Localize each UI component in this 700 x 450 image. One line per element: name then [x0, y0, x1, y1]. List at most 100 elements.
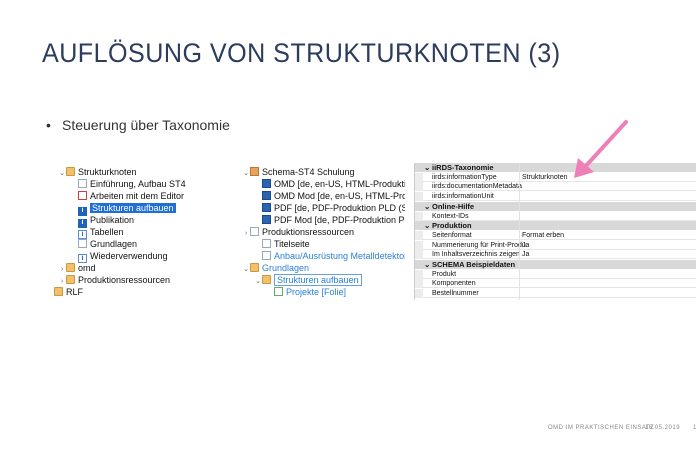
tree-item[interactable]: ⌄ Schema-ST4 Schulung: [242, 166, 355, 178]
tree-item-label: PDF [de, PDF-Produktion PLD (ST4: [274, 203, 405, 213]
tree-item-label: Grundlagen: [262, 263, 310, 273]
tree-item[interactable]: › omd: [58, 262, 96, 274]
property-key: Nummerierung für Print-Produ: [432, 241, 526, 249]
property-row[interactable]: iirds:documentationMetadata: [415, 182, 696, 192]
tree-item[interactable]: Projekte [Folie]: [266, 286, 346, 298]
tree-item-label: Publikation: [90, 215, 135, 225]
section-chevron-icon[interactable]: ⌄: [424, 201, 431, 211]
tree-item-label: RLF: [66, 287, 84, 297]
property-section[interactable]: ⌄SCHEMA Beispieldaten: [415, 260, 696, 269]
tree-item[interactable]: RLF: [46, 286, 83, 298]
property-value[interactable]: Ja: [522, 241, 530, 249]
tree-item-label: PDF Mod [de, PDF-Produktion PLD: [274, 215, 405, 225]
property-value[interactable]: Format erben: [522, 231, 565, 239]
row-divider: [423, 258, 696, 260]
collapse-chevron-icon[interactable]: ›: [60, 278, 64, 285]
document-icon: [78, 179, 87, 188]
property-section[interactable]: ⌄iiRDS-Taxonomie: [415, 163, 696, 172]
footer-date: 16.05.2019: [645, 425, 681, 431]
collapse-chevron-icon[interactable]: ›: [60, 266, 64, 273]
row-divider: [423, 297, 696, 299]
info-icon: i: [78, 219, 87, 228]
section-label: iiRDS-Taxonomie: [432, 163, 494, 172]
document-icon: [262, 239, 271, 248]
tree-item[interactable]: ›Produktionsressourcen: [242, 226, 354, 238]
property-row[interactable]: Bestellnummer: [415, 289, 696, 299]
row-divider: [423, 190, 696, 192]
red-document-icon: [78, 191, 87, 200]
tree-item-label: Schema-ST4 Schulung: [262, 167, 355, 177]
expand-chevron-icon[interactable]: ⌄: [255, 278, 261, 285]
tree-item-label: Anbau/Ausrüstung Metalldetektor [T: [274, 251, 405, 261]
row-gutter: [415, 279, 423, 289]
tree-item[interactable]: ›Produktionsressourcen: [58, 274, 170, 286]
tree-item[interactable]: Arbeiten mit dem Editor: [70, 190, 184, 202]
property-row[interactable]: Seitenformat Format erben: [415, 230, 696, 240]
expand-chevron-icon[interactable]: ⌄: [243, 170, 249, 177]
tree-item[interactable]: PDF Mod [de, PDF-Produktion PLD: [254, 214, 405, 226]
property-row[interactable]: Kontext-IDs: [415, 211, 696, 221]
row-gutter: [415, 201, 423, 211]
section-chevron-icon[interactable]: ⌄: [424, 260, 431, 269]
tree-item-label: Tabellen: [90, 227, 124, 237]
collapse-chevron-icon[interactable]: ›: [244, 230, 248, 237]
blue-doc-icon: [262, 191, 271, 200]
property-row[interactable]: iirds:informationUnit: [415, 192, 696, 202]
tree-item-label: Strukturen aufbauen: [90, 203, 176, 213]
section-chevron-icon[interactable]: ⌄: [424, 163, 431, 172]
property-section[interactable]: ⌄Produktion: [415, 221, 696, 231]
row-divider: [423, 180, 696, 182]
info-icon: i: [78, 207, 87, 216]
tree-item[interactable]: ⌄ Strukturen aufbauen: [254, 274, 362, 286]
section-chevron-icon[interactable]: ⌄: [424, 221, 431, 231]
tree-item-label: Grundlagen: [90, 239, 138, 249]
property-key: iirds:documentationMetadata: [432, 183, 522, 191]
row-gutter: [415, 289, 423, 299]
property-value[interactable]: Strukturknoten: [522, 173, 568, 181]
property-row[interactable]: Produkt: [415, 269, 696, 279]
tree-item[interactable]: ⌄ Grundlagen: [242, 262, 309, 274]
property-key: Kontext-IDs: [432, 212, 469, 220]
blue-doc-icon: [262, 203, 271, 212]
tree-item[interactable]: Anbau/Ausrüstung Metalldetektor [T: [254, 250, 405, 262]
column-divider: [519, 163, 520, 300]
folder-icon: [66, 263, 75, 272]
pointer-arrow-icon: [574, 120, 628, 178]
property-row[interactable]: Komponenten: [415, 279, 696, 289]
tree-item-label: Einführung, Aufbau ST4: [90, 179, 186, 189]
row-gutter: [415, 250, 423, 260]
tree-item-label: omd: [78, 263, 96, 273]
expand-chevron-icon[interactable]: ⌄: [59, 170, 65, 177]
tree-item[interactable]: OMD [de, en-US, HTML-Produktion: [254, 178, 405, 190]
tree-item[interactable]: PDF [de, PDF-Produktion PLD (ST4: [254, 202, 405, 214]
bullet-dot: •: [46, 117, 51, 133]
slide-title: AUFLÖSUNG VON STRUKTURKNOTEN (3): [42, 38, 561, 68]
tree-item[interactable]: Einführung, Aufbau ST4: [70, 178, 186, 190]
row-gutter: [415, 230, 423, 240]
footer-page: 1: [693, 425, 697, 431]
row-divider: [423, 287, 696, 289]
folder-icon: [54, 287, 63, 296]
expand-chevron-icon[interactable]: ⌄: [243, 266, 249, 273]
property-key: Seitenformat: [432, 231, 472, 239]
tree-item[interactable]: ⌄Strukturknoten: [58, 166, 137, 178]
tree-item-label: Strukturen aufbauen: [274, 274, 362, 286]
property-section[interactable]: ⌄Online-Hilfe: [415, 201, 696, 211]
row-divider: [423, 238, 696, 240]
tree-item-label: Wiederverwendung: [90, 251, 168, 261]
tree-item[interactable]: OMD Mod [de, en-US, HTML-Produktion: [254, 190, 405, 202]
tree-item[interactable]: Grundlagen: [70, 238, 137, 250]
document-icon: [78, 239, 87, 248]
tree-item[interactable]: Titelseite: [254, 238, 310, 250]
property-value[interactable]: Ja: [522, 251, 530, 259]
bullet-text: Steuerung über Taxonomie: [62, 117, 230, 133]
